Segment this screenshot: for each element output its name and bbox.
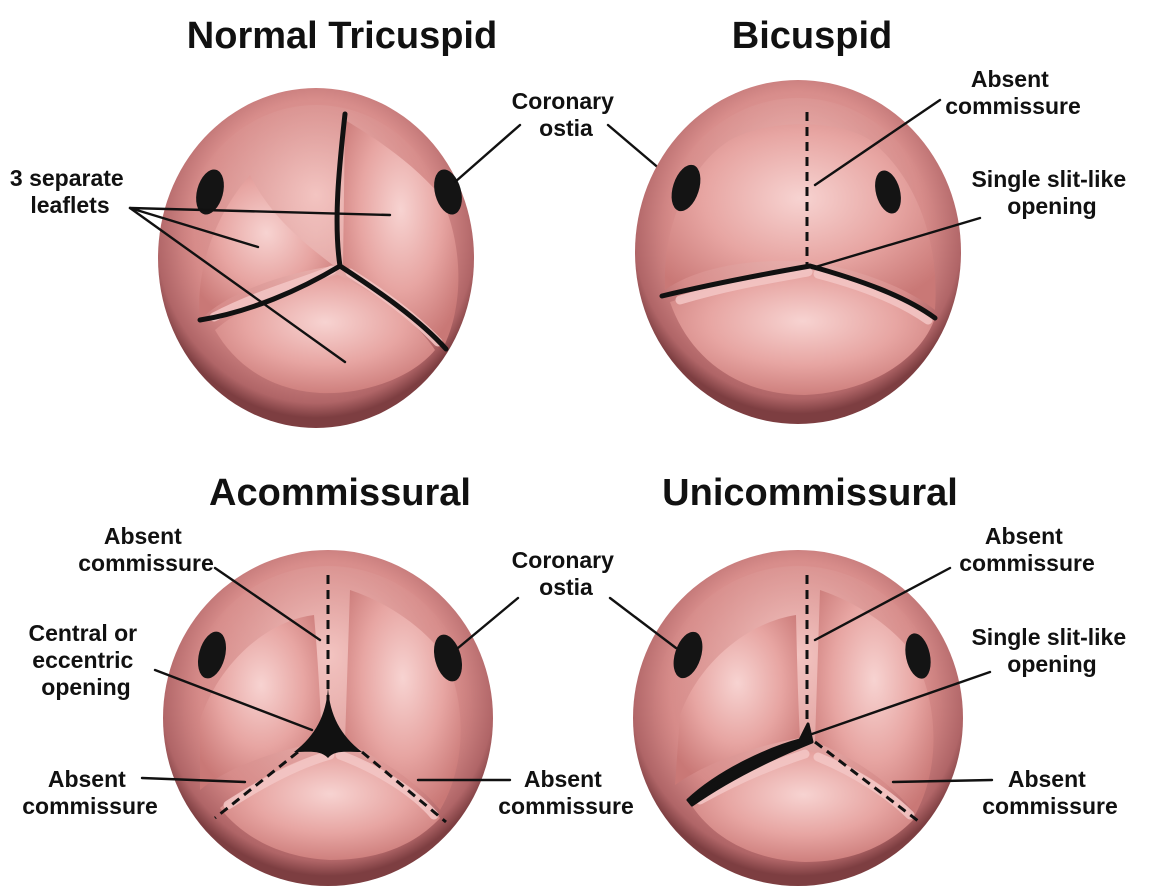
label-coronary-ostia: Coronary ostia [512, 547, 621, 600]
panel-title: Normal Tricuspid [187, 15, 497, 57]
leader-line [455, 125, 520, 182]
label-absent-commissure-right: Absent commissure [498, 766, 634, 819]
panel-title: Acommissural [209, 472, 471, 514]
label-absent-commissure-right: Absent commissure [982, 766, 1118, 819]
label-central-eccentric-opening: Central or eccentric opening [28, 620, 143, 700]
panel-acommissural: Acommissural Absent commissure Central o… [22, 472, 634, 886]
panel-title: Bicuspid [732, 15, 892, 57]
panel-bicuspid: Bicuspid Absent commissure Single slit-l… [635, 15, 1133, 424]
label-absent-commissure-left: Absent commissure [22, 766, 158, 819]
panel-title: Unicommissural [662, 472, 958, 514]
label-3-separate-leaflets: 3 separate leaflets [10, 165, 130, 218]
label-coronary-ostia: Coronary ostia [512, 88, 621, 141]
valve-bicuspid [635, 80, 961, 424]
valve-unicommissural [633, 550, 963, 886]
valve-normal-tricuspid [158, 88, 474, 428]
label-single-slit-opening: Single slit-like opening [971, 166, 1132, 219]
leader-line [458, 598, 518, 648]
label-single-slit-opening: Single slit-like opening [971, 624, 1132, 677]
valve-acommissural [163, 550, 493, 886]
label-absent-commissure: Absent commissure [945, 66, 1081, 119]
panel-normal-tricuspid: Normal Tricuspid 3 separate leaflets [10, 15, 681, 428]
panel-unicommissural: Unicommissural Coronary ostia Absent com… [512, 472, 1133, 886]
label-absent-commissure-top: Absent commissure [959, 523, 1095, 576]
label-absent-commissure-top: Absent commissure [78, 523, 214, 576]
